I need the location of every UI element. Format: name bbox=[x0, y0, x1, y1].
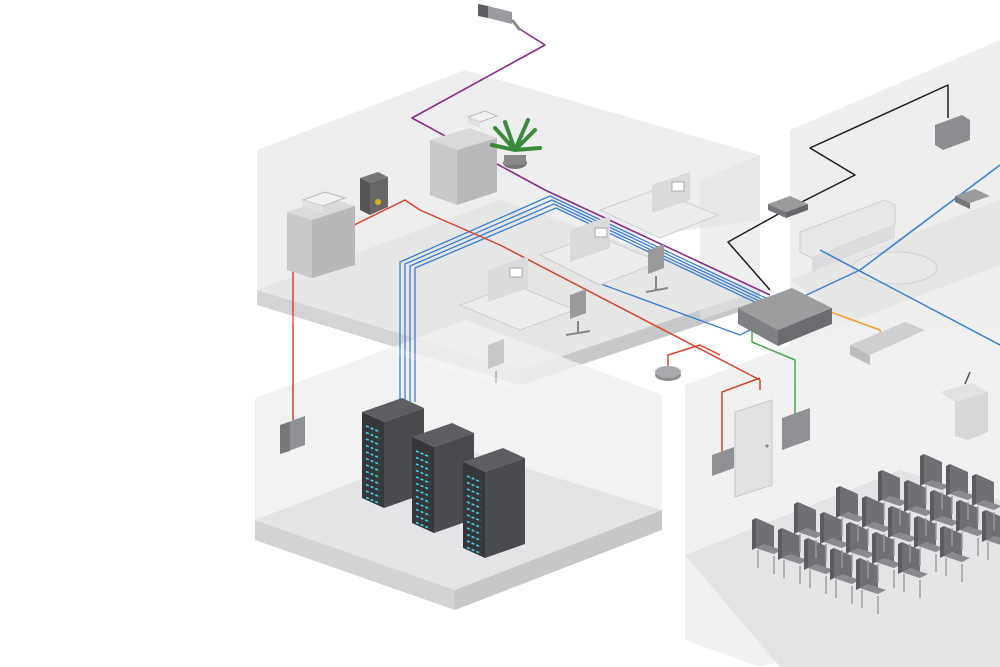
glass-overlay bbox=[257, 305, 520, 392]
wall-device-icon bbox=[280, 416, 305, 454]
chair-icon bbox=[888, 506, 918, 562]
speaker-icon bbox=[655, 366, 681, 381]
office-furniture bbox=[287, 110, 720, 383]
desk-icon bbox=[598, 172, 720, 239]
cable-red-2 bbox=[721, 377, 761, 455]
server-room-edge-left bbox=[255, 520, 455, 610]
chair-icon bbox=[778, 528, 808, 584]
cables bbox=[292, 27, 1000, 455]
desk-icon bbox=[458, 256, 577, 331]
chair-icon bbox=[856, 558, 886, 614]
chair-icon bbox=[488, 339, 504, 383]
camera-icon bbox=[478, 4, 522, 31]
cable-green bbox=[751, 330, 796, 418]
podium-icon bbox=[940, 371, 988, 440]
printer-icon bbox=[466, 110, 499, 128]
network-switch-icon bbox=[738, 288, 832, 346]
chair-icon bbox=[794, 502, 824, 558]
printer-icon bbox=[301, 191, 347, 213]
chair-icon bbox=[946, 464, 976, 520]
server-racks bbox=[362, 398, 525, 558]
sofa-icon bbox=[799, 199, 896, 272]
cable-purple bbox=[411, 27, 771, 296]
chair-icon bbox=[846, 522, 876, 578]
chair-icon bbox=[830, 548, 860, 604]
cable-blue-right bbox=[819, 249, 1000, 346]
coffee-machine-icon bbox=[360, 172, 388, 215]
chair-icon bbox=[820, 512, 850, 568]
chair-icon bbox=[904, 480, 934, 536]
chair-icon bbox=[565, 289, 591, 336]
chair-icon bbox=[956, 500, 986, 556]
chair-icon bbox=[898, 542, 928, 598]
chair-icon bbox=[804, 538, 834, 594]
chair-icon bbox=[972, 474, 1000, 530]
wall-device-icon bbox=[850, 322, 925, 365]
chair-icon bbox=[836, 486, 866, 542]
chair-icon bbox=[645, 244, 669, 293]
chair-icon bbox=[982, 510, 1000, 560]
cable-black bbox=[727, 84, 949, 291]
office-side-wall bbox=[700, 155, 760, 320]
chair-icon bbox=[752, 518, 782, 574]
wall-device-icon bbox=[935, 115, 970, 150]
access-point-icon bbox=[955, 189, 990, 209]
wall-device-icon bbox=[712, 447, 734, 476]
chair-icon bbox=[914, 516, 944, 572]
access-point-icon bbox=[768, 196, 808, 218]
plant-icon bbox=[490, 118, 542, 169]
server-rack-icon bbox=[463, 448, 525, 558]
cabinet bbox=[430, 128, 497, 205]
chair-icon bbox=[878, 470, 908, 526]
chair-icon bbox=[930, 490, 960, 546]
office-back-wall bbox=[257, 70, 760, 290]
cable-blue-lounge bbox=[799, 164, 1000, 299]
wall-device-icon bbox=[782, 408, 810, 450]
table-icon bbox=[852, 251, 938, 285]
chair-icon bbox=[940, 526, 970, 582]
chair-icon bbox=[862, 496, 892, 552]
chair-icon bbox=[920, 454, 950, 510]
door-icon bbox=[734, 399, 773, 498]
desk-icon bbox=[538, 216, 662, 286]
cable-red-3 bbox=[667, 344, 721, 370]
chair-icon bbox=[872, 532, 902, 588]
server-room-edge-right bbox=[455, 510, 662, 610]
auditorium-chairs bbox=[752, 454, 1000, 614]
